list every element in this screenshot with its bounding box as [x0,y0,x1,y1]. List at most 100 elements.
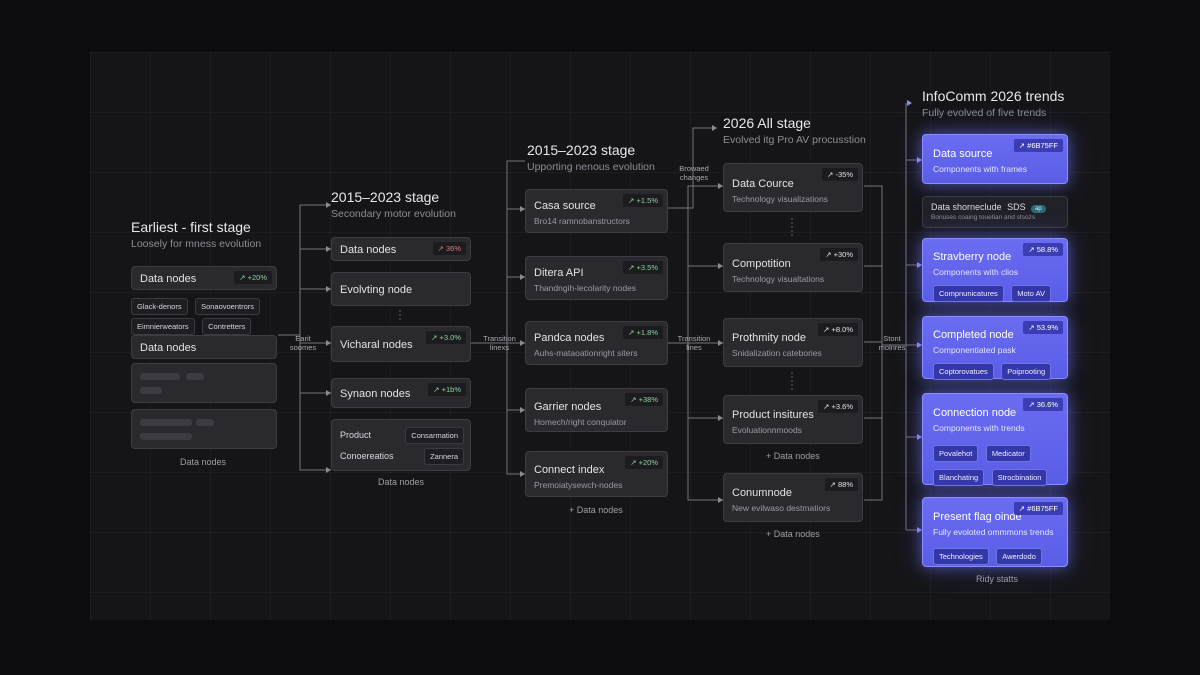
col1-subtitle: Loosely for mness evolution [131,238,262,250]
trend-badge: ↗ +3.5% [623,261,663,274]
col3-node-pandca[interactable]: Pandca nodes Auhs-mataoationright siters… [525,321,668,365]
col2-vicharal-node[interactable]: Vicharal nodes ↗ +3.0% [331,326,471,362]
link-label-4: Transition lines [677,334,711,353]
trend-mini-node[interactable]: Data shorneclude SDS ap Bonuses coaing t… [922,196,1068,228]
col1-placeholder-node-2[interactable] [131,409,277,449]
col1-footer: Data nodes [180,457,227,467]
trend-badge: ↗ +20% [234,271,272,284]
chip-row: Compnunicatures Moto AV [933,283,1057,302]
chip[interactable]: Povalehot [933,445,979,462]
chip-row: Coptorovatues Poiprooting [933,361,1057,380]
placeholder-bar [196,419,214,426]
trend-node-completed[interactable]: Completed node Componentiated pask ↗ 53.… [922,316,1068,380]
node-label: Pandca nodes [534,332,605,344]
col4-node-prothmity[interactable]: Prothmity node Snidalization catebories … [723,318,863,367]
trend-badge: ↗ +1.5% [623,194,663,207]
col2-subtitle: Secondary motor evolution [331,208,456,220]
chip[interactable]: Strocbination [991,469,1048,486]
col3-heading: 2015–2023 stage Upporting nenous evoluti… [527,142,655,173]
chip[interactable]: Moto AV [1011,285,1052,302]
node-subtitle: Technology visualtations [732,274,825,284]
node-label: Connection node [933,407,1017,419]
node-label: Data nodes [140,273,197,285]
trend-node-stravberry[interactable]: Stravberry node Components with clios ↗ … [922,238,1068,302]
col2-footer: Data nodes [378,477,425,487]
chip-row: Blanchating Strocbination [933,467,1057,486]
chip[interactable]: Medicator [985,445,1031,462]
col1-title: Earliest - first stage [131,219,251,235]
trend-badge: ↗ +38% [625,393,663,406]
trend-badge: ↗ 36% [432,242,466,255]
col1-placeholder-node[interactable] [131,363,277,403]
trend-badge: ↗ 53.9% [1023,321,1063,334]
placeholder-bar [140,387,162,394]
row-label: Product [340,430,372,440]
chip[interactable]: Consarmation [405,427,464,444]
chip[interactable]: Zannera [424,448,464,465]
trend-badge: ↗ +8.0% [818,323,858,336]
node-subtitle: Snidalization catebories [732,348,822,358]
node-subtitle: Technology visualizations [732,194,828,204]
col1-chip-row-2: Eimnierweators Contretters [131,316,252,335]
node-subtitle: Evoluationnmoods [732,425,802,435]
node-label: Stravberry node [933,251,1012,263]
chip[interactable]: Poiprooting [1001,363,1052,380]
col5-heading: InfoComm 2026 trends Fully evolved of fi… [922,88,1064,119]
node-label: Data source [933,148,993,160]
link-label-3: Browaed changes [679,164,709,183]
col4-node-product-insitures[interactable]: Product insitures Evoluationnmoods ↗ +3.… [723,395,863,444]
mini-tag: SDS [1007,202,1026,212]
chip[interactable]: Awerdodo [996,548,1042,565]
chip[interactable]: Technologies [933,548,989,565]
row-label: Conoereatios [340,451,394,461]
col2-synaon-node[interactable]: Synaon nodes ↗ +1b% [331,378,471,408]
trend-badge: ↗ +3.0% [426,331,466,344]
node-label: Evolvting node [340,284,413,296]
chip[interactable]: Eimnierweators [131,318,195,335]
trend-badge: ↗ 36.6% [1023,398,1063,411]
chip[interactable]: Blanchating [933,469,985,486]
col3-subtitle: Upporting nenous evolution [527,161,655,173]
node-label: Vicharal nodes [340,339,413,351]
col1-chip-row-1: Glack-denors Sonaovoentrors [131,296,261,315]
col4-node-conumnode[interactable]: Conumnode New evilwaso destmatiors ↗ 88% [723,473,863,522]
col3-node-garrier[interactable]: Garrier nodes Homech/right conquiator ↗ … [525,388,668,432]
col2-evolving-node[interactable]: Evolvting node [331,272,471,306]
col2-title: 2015–2023 stage [331,189,440,205]
trend-badge: ↗ 58.8% [1023,243,1063,256]
col3-node-casa-source[interactable]: Casa source Bro14 ramnobanstructors ↗ +1… [525,189,668,233]
chip[interactable]: Contretters [202,318,252,335]
node-subtitle: Auhs-mataoationright siters [534,348,638,358]
node-label: Garrier nodes [534,401,602,413]
trend-node-connection[interactable]: Connection node Components with trends ↗… [922,393,1068,486]
chip[interactable]: Glack-denors [131,298,188,315]
chip[interactable]: Sonaovoentrors [195,298,261,315]
node-subtitle: Components with clios [933,267,1019,277]
col2-data-node[interactable]: Data nodes ↗ 36% [331,237,471,261]
chip[interactable]: Compnunicatures [933,285,1004,302]
trend-badge: ↗ +1.8% [623,326,663,339]
col3-title: 2015–2023 stage [527,142,636,158]
col4-footer-1: + Data nodes [766,451,820,461]
col2-product-node[interactable]: Product Consarmation Conoereatios Zanner… [331,419,471,471]
node-label: Ditera API [534,267,584,279]
trend-badge: ↗ +30% [820,248,858,261]
status-pill: ap [1031,205,1046,213]
col3-footer: + Data nodes [569,505,623,515]
node-subtitle: Bonuses coaing touetian and stsozs [931,214,1036,221]
node-label: Casa source [534,200,596,212]
node-label: Data shorneclude [931,202,1002,212]
node-subtitle: Components with frames [933,164,1028,174]
col3-node-ditera-api[interactable]: Ditera API Thandngih-lecolarity nodes ↗ … [525,256,668,300]
trend-node-present-flag[interactable]: Present flag oinde Fully evoloted ommmon… [922,497,1068,567]
node-label: Connect index [534,464,605,476]
col2-heading: 2015–2023 stage Secondary motor evolutio… [331,189,456,220]
col1-data-node[interactable]: Data nodes ↗ +20% [131,266,277,290]
col3-node-connect-index[interactable]: Connect index Premoiatysewch-nodes ↗ +20… [525,451,668,497]
col1-data-node-2[interactable]: Data nodes [131,335,277,359]
col4-node-compotition[interactable]: Compotition Technology visualtations ↗ +… [723,243,863,292]
chip[interactable]: Coptorovatues [933,363,994,380]
trend-badge: ↗ +3.6% [818,400,858,413]
trend-node-data-source[interactable]: Data source Components with frames ↗ #6B… [922,134,1068,184]
col4-node-data-cource[interactable]: Data Cource Technology visualizations ↗ … [723,163,863,212]
